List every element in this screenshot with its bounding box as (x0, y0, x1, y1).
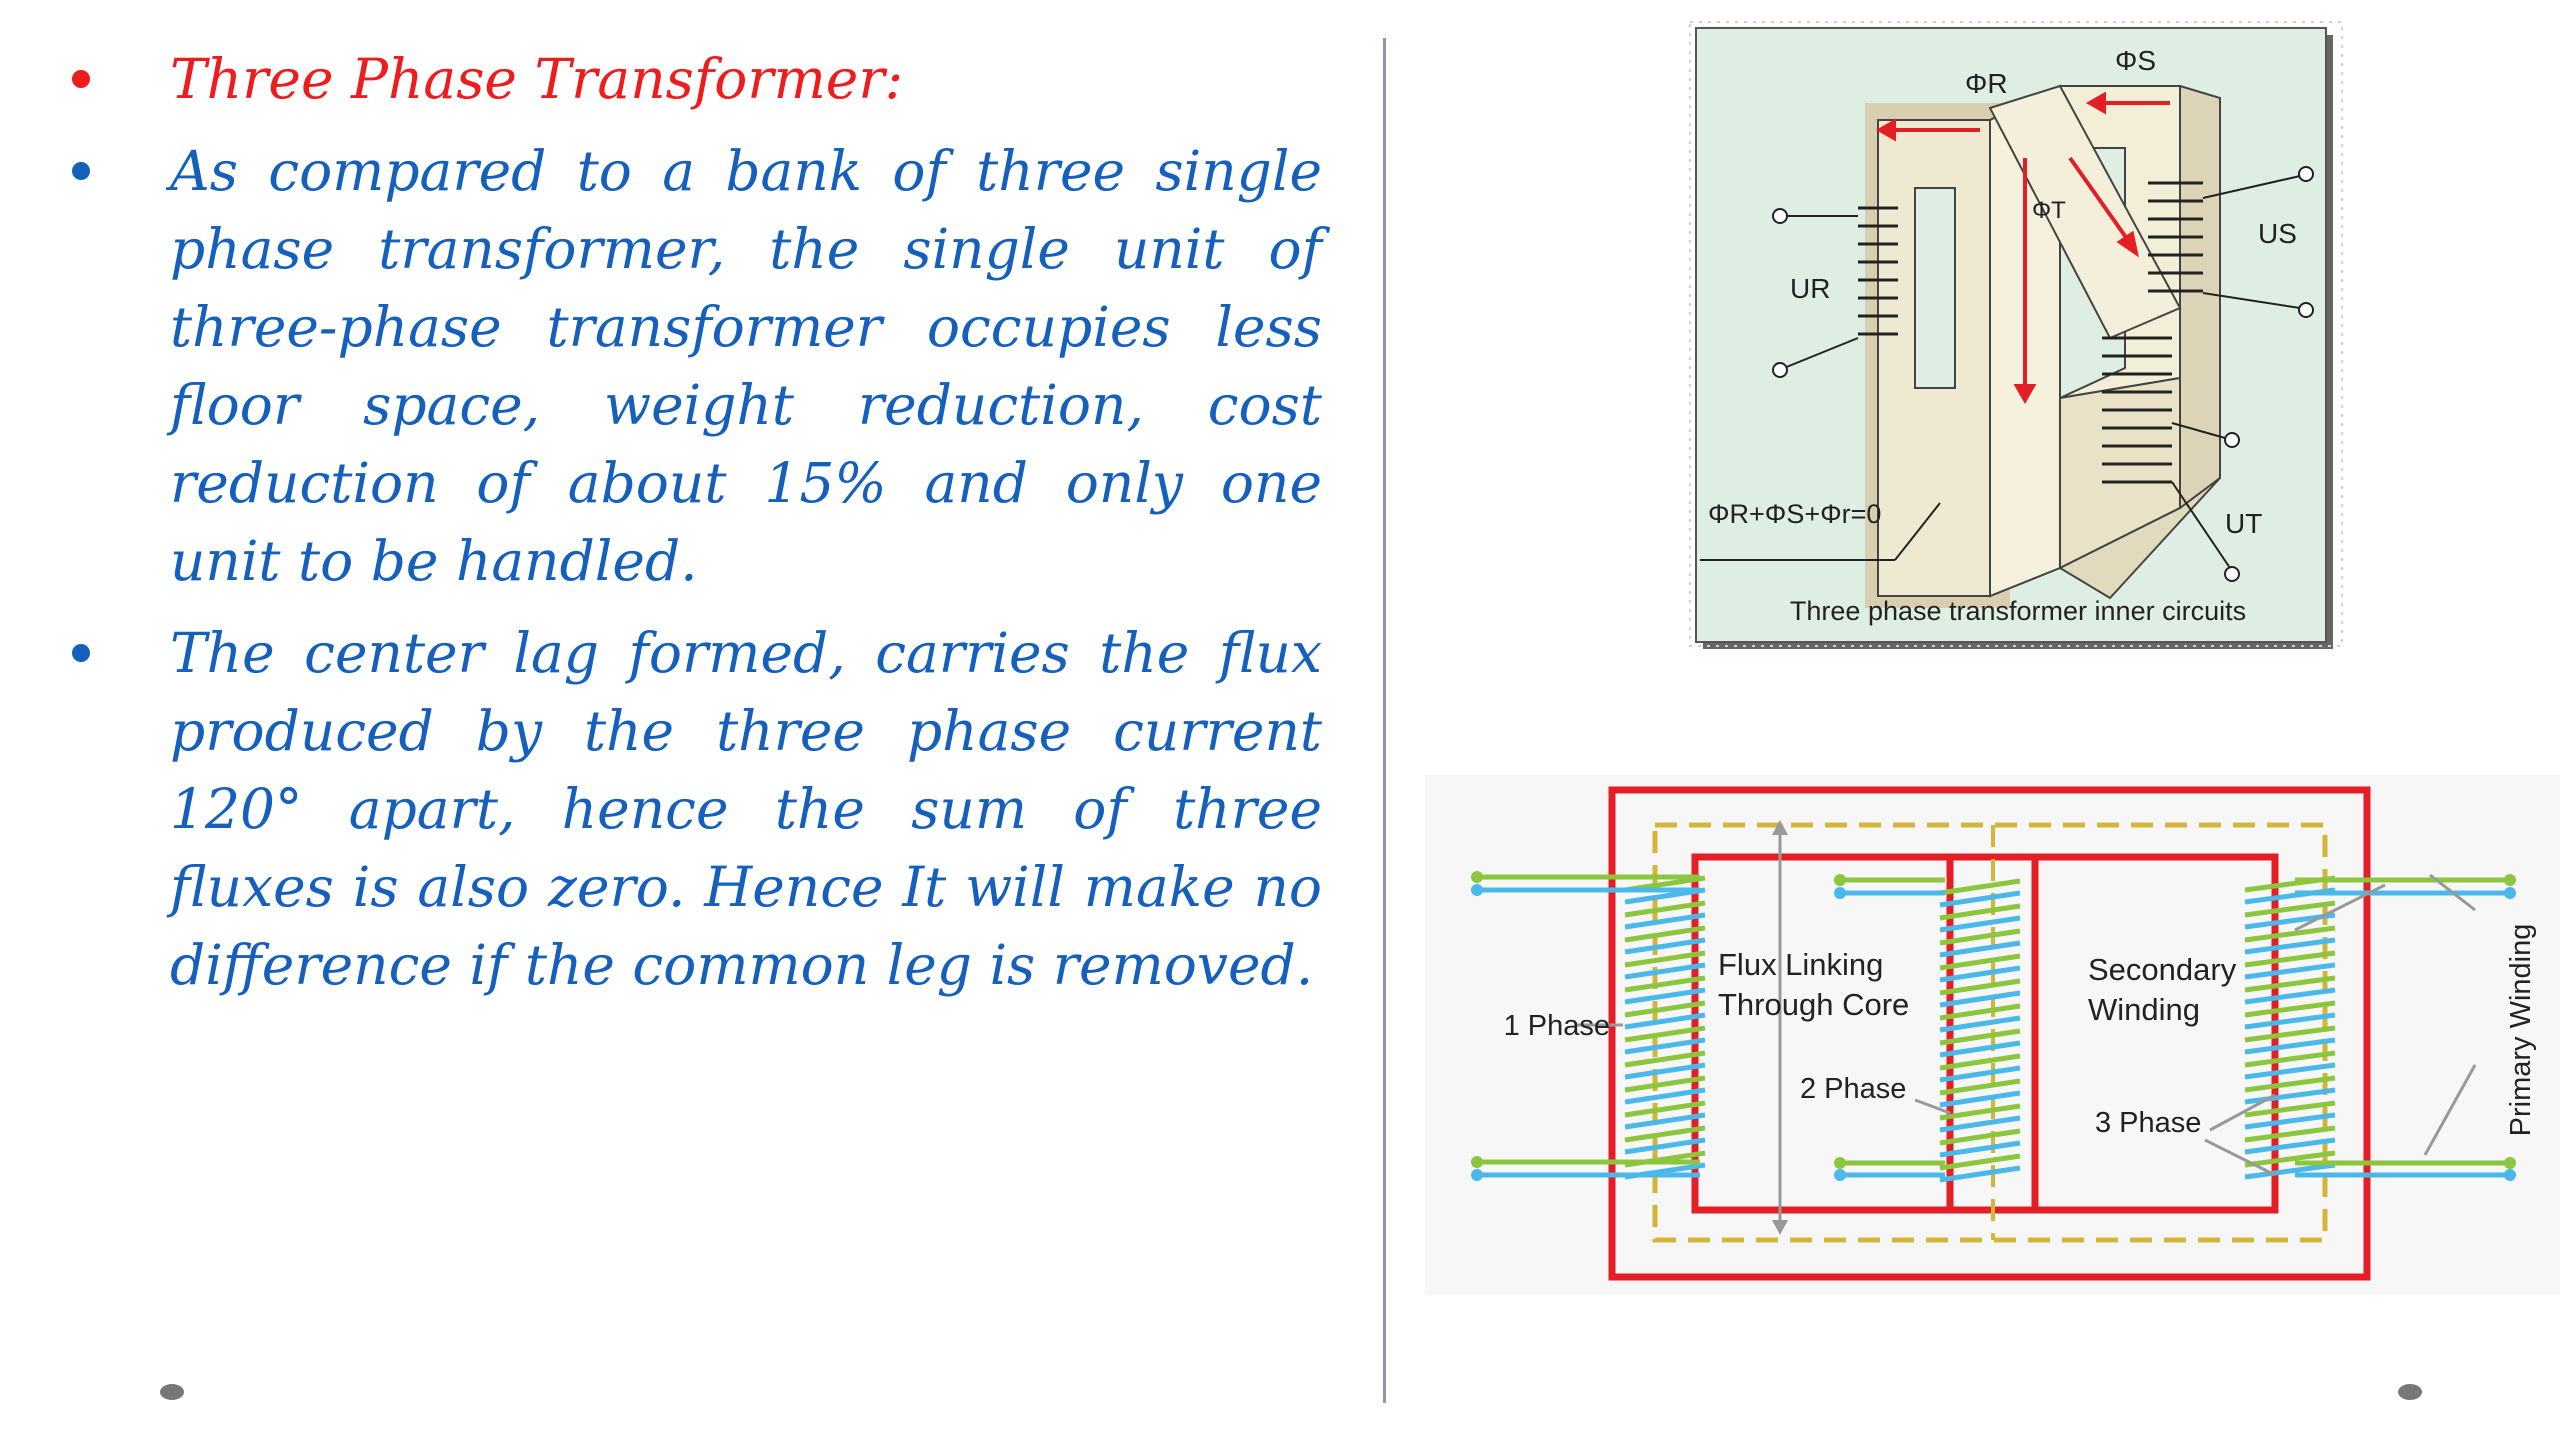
bullet-item: As compared to a bank of three single ph… (60, 132, 1322, 600)
flux-equation: ΦR+ΦS+Φr=0 (1708, 499, 1881, 529)
flux-linking-label-2: Through Core (1718, 987, 1909, 1022)
transformer-core-diagram: ΦR ΦS ΦT UR US UT ΦR+ΦS+Φr=0 Three phase… (1680, 8, 2380, 678)
slide-marker-left (160, 1384, 184, 1400)
bullet-item: The center lag formed, carries the flux … (60, 614, 1322, 1004)
secondary-winding-label-2: Winding (2088, 992, 2200, 1027)
bullet-title: Three Phase Transformer: (60, 40, 1322, 118)
bullet-dot (72, 162, 90, 180)
slide-title: Three Phase Transformer: (170, 47, 904, 111)
phase-2-label: 2 Phase (1800, 1073, 1906, 1105)
primary-winding-label: Primary Winding (2505, 924, 2537, 1137)
ur-label: UR (1790, 273, 1830, 304)
phi-s-label: ΦS (2115, 45, 2156, 76)
phi-r-label: ΦR (1965, 68, 2008, 99)
bullet-dot (72, 644, 90, 662)
bullet-text-1: As compared to a bank of three single ph… (170, 139, 1322, 593)
diagram-caption: Three phase transformer inner circuits (1790, 596, 2246, 626)
slide-marker-right (2398, 1384, 2422, 1400)
bullet-text-2: The center lag formed, carries the flux … (170, 621, 1322, 997)
bullet-list: Three Phase Transformer: As compared to … (60, 40, 1322, 1018)
phase-1-label: 1 Phase (1504, 1010, 1610, 1042)
bullet-dot (72, 70, 90, 88)
us-label: US (2258, 218, 2297, 249)
flux-linking-label-1: Flux Linking (1718, 947, 1883, 982)
column-divider (1383, 38, 1386, 1403)
phase-3-label: 3 Phase (2095, 1107, 2201, 1139)
ut-label: UT (2225, 508, 2262, 539)
secondary-winding-label-1: Secondary (2088, 952, 2237, 987)
winding-layout-diagram: 1 Phase Flux Linking Through Core 2 Phas… (1425, 775, 2560, 1295)
phi-t-label: ΦT (2032, 197, 2066, 224)
